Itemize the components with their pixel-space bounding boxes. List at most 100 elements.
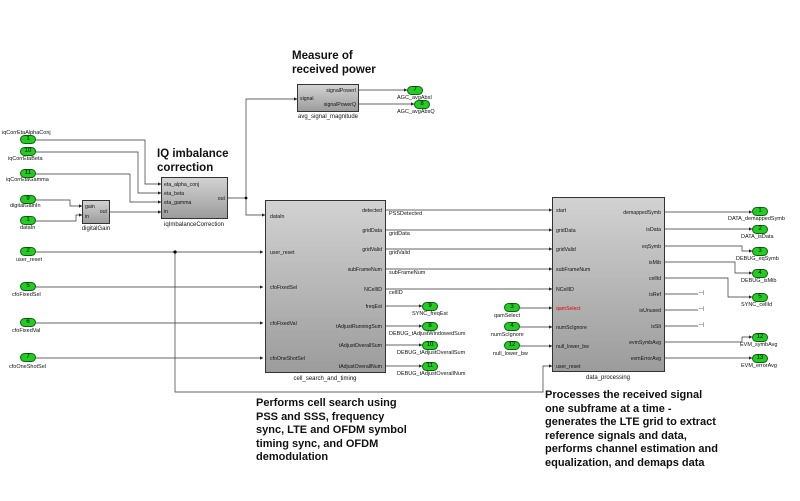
inport-label: iqCorrEtaBeta [8,156,43,162]
port-cfo-fixed-sel: cfoFixedSel [270,285,298,291]
inport-12[interactable]: 12 [504,341,520,350]
power-title-line: Measure of [292,50,353,62]
port-start: start [556,208,567,214]
port-isref: isRef [649,292,661,298]
port-tadjust-running: tAdjustRunningSum [336,324,382,330]
port-eta-alpha: eta_alpha_conj [164,182,200,188]
outport-10[interactable]: 10 [422,341,438,350]
inport-9[interactable]: 9 [20,195,36,204]
block-name: avg_signal_magnitude [297,114,359,120]
outport-label: EVM_symbAvg [740,342,778,348]
note-line: demodulation [256,451,329,463]
inport-label: qamSelect [494,313,520,319]
port-qamselect: qamSelect [556,306,581,312]
outport-2[interactable]: 2 [752,225,768,234]
port-isunused: isUnused [639,308,661,314]
inport-10[interactable]: 10 [20,147,36,156]
port-in: in [164,209,169,215]
outport-8-debug[interactable]: 8 [422,322,438,331]
port-evmsymbavg: evmSymbAvg [629,340,661,346]
outport-4[interactable]: 4 [752,269,768,278]
wire [665,261,753,275]
port-user-reset: user_reset [270,250,295,256]
inport-1[interactable]: 1 [20,135,36,144]
outport-label: SYNC_cellId [741,302,773,308]
wire [665,277,753,299]
note-line: PSS and SSS, frequency [256,410,385,423]
port-in: in [85,214,90,220]
port-cellid: cellId [648,276,661,282]
block-name: iqImbalanceCorrection [163,222,225,228]
outport-label: EVM_errorAvg [741,363,777,369]
inport-label: digitalGainIn [10,203,41,209]
outport-9[interactable]: 9 [422,302,438,311]
port-griddata: gridData [362,228,382,234]
inport-11[interactable]: 11 [20,169,36,178]
wire [36,213,83,222]
data-processing-note: Processes the received signal one subfra… [545,389,718,470]
note-line: generates the LTE grid to extract [545,416,716,428]
port-ncellid: NCellID [364,287,382,293]
cell-search-timing-block[interactable]: dataIn user_reset cfoFixedSel cfoFixedVa… [265,200,386,373]
outport-5[interactable]: 5 [752,293,768,302]
block-name: digitalGain [81,226,111,232]
iq-title-line: IQ imbalance [157,148,229,160]
outport-3[interactable]: 3 [752,247,768,256]
inport-2[interactable]: 2 [20,247,36,256]
terminator-icon: ⊣ [698,322,705,329]
inport-5[interactable]: 5 [20,282,36,291]
iq-imbalance-block[interactable]: eta_alpha_conj eta_beta eta_gamma in out [161,177,228,219]
data-processing-block[interactable]: start gridData gridValid subFrameNum NCe… [552,197,665,372]
inport-label: iqCorrEtaGamma [6,177,49,183]
wire [665,245,753,253]
port-power-i: signalPowerI [326,88,356,94]
branch-dot [173,250,177,254]
outport-label: DATA_demappedSymb [728,216,785,222]
inport-label: iqCorrEtaAlphaConj [2,130,51,136]
outport-label: SYNC_freqEst [412,311,448,317]
inport-7[interactable]: 7 [20,353,36,362]
signal-label: subFrameNum [389,270,426,276]
port-evmerroravg: evmErrorAvg [630,356,661,362]
port-tadjust-overall-num: tAdjustOverallNum [338,364,382,370]
wire [245,97,298,198]
avg-signal-magnitude-block[interactable]: signal signalPowerI signalPowerQ [297,84,359,112]
outport-label: DEBUG_eqSymb [736,256,779,262]
digital-gain-block[interactable]: gain in out [82,200,110,224]
port-datain: dataIn [270,214,285,220]
inport-label: dataIn [20,225,36,231]
port-demappedsymb: demappedSymb [623,210,661,216]
outport-11[interactable]: 11 [422,362,438,371]
note-line: equalization, and demaps data [545,456,705,469]
signal-label: gridData [389,231,410,237]
port-user-reset: user_reset [556,364,581,370]
inport-label: numScIgnore [491,332,524,338]
power-title: Measure of received power [292,49,376,77]
outport-label: DATA_isData [741,234,774,240]
inport-6[interactable]: 6 [20,318,36,327]
signal-label: gridValid [389,250,410,256]
port-subframenum: subFrameNum [556,267,591,273]
outport-label: DEBUG_tAdjustOverallSum [397,350,466,356]
note-line: timing sync, and OFDM [256,437,379,450]
outport-7[interactable]: 7 [407,86,423,95]
port-detected: detected [362,208,382,214]
outport-13[interactable]: 13 [752,354,768,363]
outport-8[interactable]: 8 [414,100,430,109]
wire [174,252,553,393]
outport-1[interactable]: 1 [752,207,768,216]
outport-12[interactable]: 12 [752,333,768,342]
port-isdata: isData [646,227,661,233]
inport-4[interactable]: 4 [504,322,520,331]
inport-3[interactable]: 3 [504,303,520,312]
inport-datain[interactable]: 1 [20,216,36,225]
outport-label: DEBUG_tAdjustOverallNum [397,371,466,377]
wire [36,173,162,204]
block-name: cell_search_and_timing [293,376,357,382]
port-freqest: freqEst [365,304,382,310]
note-line: one subframe at a time - [545,402,672,415]
inport-label: cfoFixedVal [12,328,41,334]
port-isslt: isSlt [651,324,661,330]
port-eqsymb: eqSymb [641,244,661,250]
wire [36,199,83,208]
